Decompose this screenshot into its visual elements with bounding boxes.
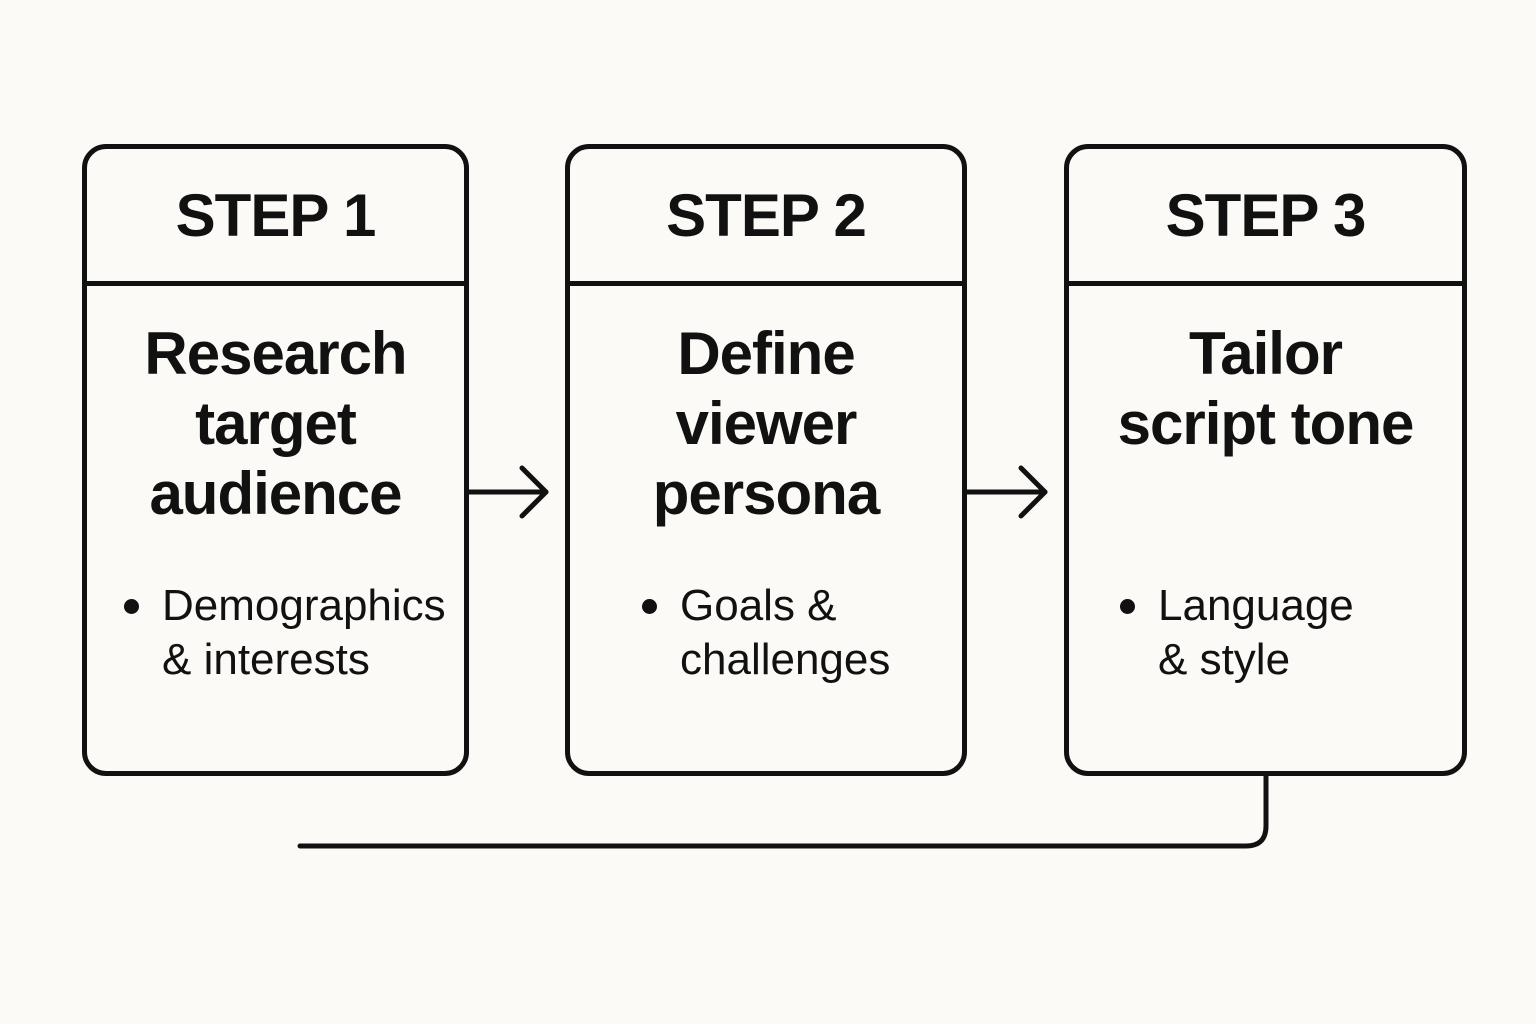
- step-3-title: Tailor script tone: [1117, 320, 1415, 457]
- step-1-card: STEP 1 Research target audience Demograp…: [82, 144, 469, 776]
- step-2-label: STEP 2: [570, 149, 962, 286]
- step-3-bullet: Language & style: [1120, 579, 1354, 687]
- step-1-label: STEP 1: [87, 149, 464, 286]
- step-1-title: Research target audience: [144, 320, 407, 527]
- arrow-step2-to-step3: [964, 465, 1048, 519]
- arrow-step1-to-step2: [466, 465, 549, 519]
- step-2-card: STEP 2 Define viewer persona Goals & cha…: [565, 144, 967, 776]
- step-3-card: STEP 3 Tailor script tone Language & sty…: [1064, 144, 1467, 776]
- step-3-label: STEP 3: [1069, 149, 1462, 286]
- step-2-title: Define viewer persona: [652, 320, 880, 527]
- step-2-bullet: Goals & challenges: [642, 579, 890, 687]
- return-line: [297, 773, 1269, 849]
- step-1-bullet: Demographics & interests: [124, 579, 446, 687]
